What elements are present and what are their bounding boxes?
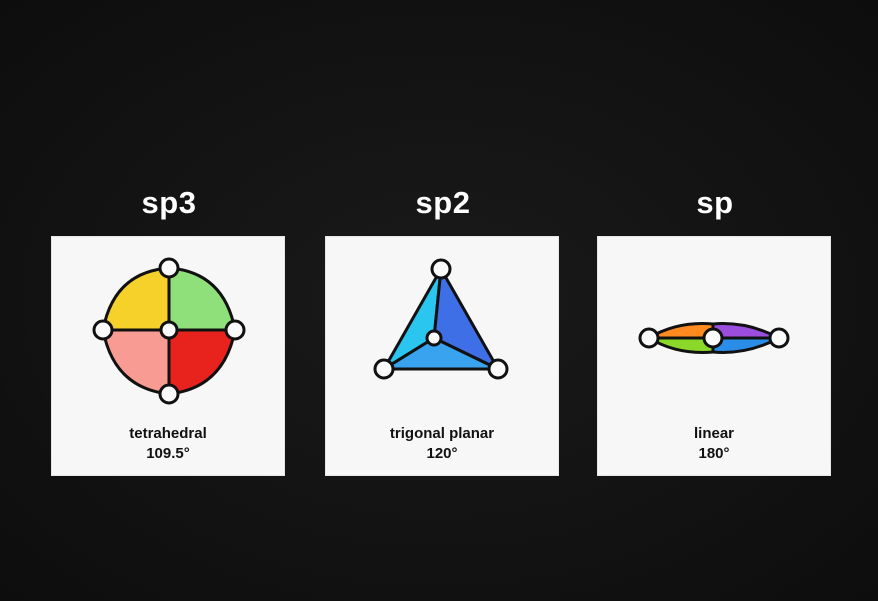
angle-label-sp2: 120° [426, 445, 458, 462]
node-center [425, 329, 443, 347]
caption-sp3: tetrahedral 109.5° [51, 424, 285, 464]
panel-heading-sp3: sp3 [141, 185, 197, 220]
geometry-label-sp2: trigonal planar [389, 425, 495, 442]
tetrahedral-shape [92, 257, 246, 405]
geometry-label-sp: linear [693, 425, 735, 442]
panel-sp3: sp3 tetrahedral 109.5° [51, 180, 287, 476]
angle-label-sp: 180° [698, 445, 730, 462]
geometry-label-sp3: tetrahedral [129, 425, 207, 442]
node-center [159, 320, 179, 340]
node-right [224, 319, 246, 341]
card-sp2: trigonal planar 120° [325, 236, 559, 476]
lobe-bottom-right [167, 328, 237, 396]
card-sp: linear 180° [597, 236, 831, 476]
trigonal-planar-shape [373, 258, 509, 380]
node-right [487, 358, 509, 380]
lobe-top-right [167, 266, 237, 332]
lobe-top-left [101, 266, 171, 332]
node-left [638, 327, 660, 349]
node-bottom [158, 383, 180, 405]
node-center [702, 327, 724, 349]
panel-sp: sp linear 180° [597, 180, 833, 476]
panel-heading-sp2: sp2 [415, 185, 471, 220]
panel-sp2: sp2 trigonal planar 120° [325, 180, 561, 476]
panel-heading-sp: sp [696, 185, 734, 220]
card-sp3: tetrahedral 109.5° [51, 236, 285, 476]
angle-label-sp3: 109.5° [146, 445, 190, 462]
lobe-bottom [382, 336, 500, 371]
caption-sp: linear 180° [597, 424, 831, 464]
node-top [158, 257, 180, 279]
caption-sp2: trigonal planar 120° [325, 424, 559, 464]
node-left [373, 358, 395, 380]
node-top [430, 258, 452, 280]
lobe-bottom-left [101, 328, 171, 396]
node-left [92, 319, 114, 341]
node-right [768, 327, 790, 349]
linear-shape [638, 322, 790, 354]
